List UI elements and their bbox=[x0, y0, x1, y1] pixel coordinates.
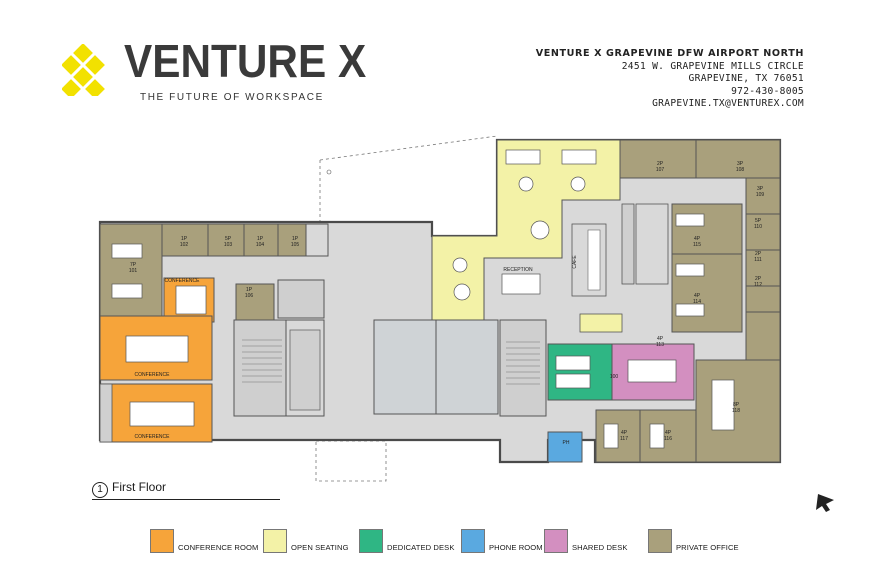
floor-underline bbox=[92, 499, 280, 500]
legend-conference-room: CONFERENCE ROOM bbox=[150, 527, 258, 553]
north-arrow-icon bbox=[816, 494, 834, 512]
legend-swatch bbox=[461, 529, 485, 553]
room-label-conference-2: CONFERENCE bbox=[134, 434, 170, 440]
brand-tagline: THE FUTURE OF WORKSPACE bbox=[140, 92, 324, 103]
floor-name: First Floor bbox=[112, 480, 166, 494]
room-label-conference-1: CONFERENCE bbox=[134, 372, 170, 378]
room-label-cafe: CAFE bbox=[572, 255, 578, 269]
legend-label: PRIVATE OFFICE bbox=[676, 543, 739, 552]
legend-swatch bbox=[648, 529, 672, 553]
room-label-100: 100 bbox=[610, 374, 619, 380]
legend-swatch bbox=[263, 529, 287, 553]
legend-label: CONFERENCE ROOM bbox=[178, 543, 259, 552]
address-street: 2451 W. GRAPEVINE MILLS CIRCLE bbox=[621, 60, 804, 72]
legend-label: OPEN SEATING bbox=[291, 543, 349, 552]
legend-phone-room: PHONE ROOM bbox=[461, 527, 543, 553]
address-city: GRAPEVINE, TX 76051 bbox=[688, 73, 804, 85]
legend-dedicated-desk: DEDICATED DESK bbox=[359, 527, 455, 553]
room-label-phone: PH bbox=[563, 440, 570, 446]
legend-open-seating: OPEN SEATING bbox=[263, 527, 349, 553]
legend-private-office: PRIVATE OFFICE bbox=[648, 527, 739, 553]
address-phone: 972-430-8005 bbox=[731, 85, 804, 97]
legend-swatch bbox=[359, 529, 383, 553]
address-block: VENTURE X GRAPEVINE DFW AIRPORT NORTH 24… bbox=[536, 48, 804, 111]
brand-name: VENTURE X bbox=[124, 35, 367, 87]
floor-number: 1 bbox=[92, 482, 108, 498]
legend-swatch bbox=[544, 529, 568, 553]
legend-label: DEDICATED DESK bbox=[387, 543, 455, 552]
legend-label: SHARED DESK bbox=[572, 543, 628, 552]
room-label-conference-small: CONFERENCE bbox=[164, 278, 200, 284]
address-title: VENTURE X GRAPEVINE DFW AIRPORT NORTH bbox=[535, 48, 804, 59]
venture-x-logo-mark bbox=[61, 43, 114, 99]
legend-shared-desk: SHARED DESK bbox=[544, 527, 628, 553]
address-email[interactable]: GRAPEVINE.TX@VENTUREX.COM bbox=[652, 98, 804, 110]
legend-label: PHONE ROOM bbox=[489, 543, 543, 552]
room-label-reception: RECEPTION bbox=[503, 267, 533, 273]
legend-swatch bbox=[150, 529, 174, 553]
